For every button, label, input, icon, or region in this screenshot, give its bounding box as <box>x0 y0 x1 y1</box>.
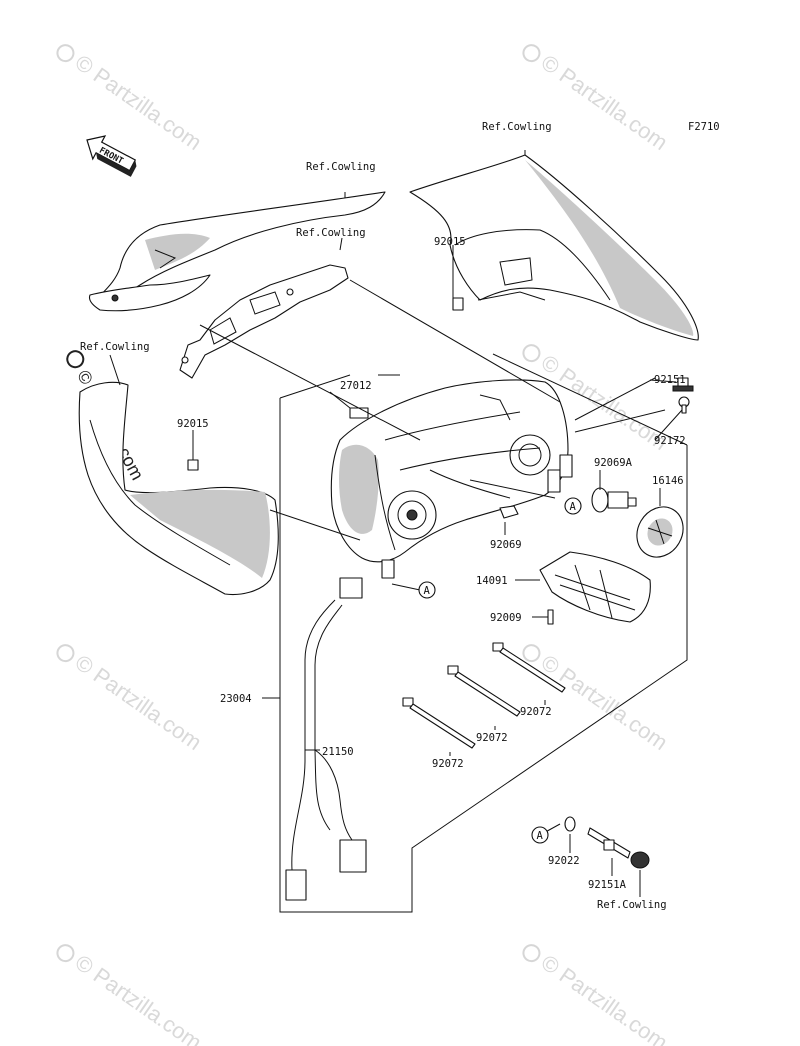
label-92072-a: 92072 <box>520 706 552 718</box>
label-16146: 16146 <box>652 475 684 487</box>
label-ref-cowling-mid: Ref.Cowling <box>296 227 366 239</box>
label-ref-cowling-bottom: Ref.Cowling <box>597 899 667 911</box>
bulb-92069 <box>499 505 519 519</box>
watermark-text: © Partzilla.com <box>71 950 207 1046</box>
part-27012-pad <box>349 407 369 419</box>
screw-92009 <box>547 609 554 625</box>
label-92022: 92022 <box>548 855 580 867</box>
label-27012: 27012 <box>340 380 372 392</box>
svg-text:A: A <box>537 830 544 842</box>
cover-14091 <box>539 551 651 623</box>
label-92151: 92151 <box>654 374 686 386</box>
label-23004: 23004 <box>220 693 252 705</box>
svg-text:A: A <box>570 501 577 513</box>
label-92151A: 92151A <box>588 879 627 891</box>
front-arrow-icon: FRONT <box>86 135 137 177</box>
ref-mark-a-3: A <box>531 826 549 844</box>
label-ref-cowling-upper-mid: Ref.Cowling <box>306 161 376 173</box>
grommet-ref-cowling <box>630 851 650 869</box>
label-92072-b: 92072 <box>476 732 508 744</box>
upper-cowling-left <box>88 191 386 312</box>
svg-text:A: A <box>424 585 431 597</box>
watermark-text: © Partzilla.com <box>537 950 673 1046</box>
watermark-text: © Partzilla.com <box>537 650 673 756</box>
label-92072-c: 92072 <box>432 758 464 770</box>
ref-mark-a-1: A <box>564 497 582 515</box>
headlight-assembly <box>330 379 573 579</box>
cable-tie-92072-b <box>447 665 521 717</box>
label-ref-cowling-left: Ref.Cowling <box>80 341 150 353</box>
screw-92172 <box>678 396 690 414</box>
upper-cowling-right <box>409 154 699 341</box>
label-92009: 92009 <box>490 612 522 624</box>
label-92015-right: 92015 <box>434 236 466 248</box>
watermark-text: © Partzilla.com <box>71 650 207 756</box>
inner-cowling-bracket <box>179 264 349 379</box>
watermark-text: © Partzilla.com <box>537 50 673 156</box>
label-21150: 21150 <box>322 746 354 758</box>
label-92069: 92069 <box>490 539 522 551</box>
label-14091: 14091 <box>476 575 508 587</box>
side-cowling-left <box>78 381 279 596</box>
washer-92022 <box>564 816 576 832</box>
cap-16146 <box>636 506 684 558</box>
label-92015-left: 92015 <box>177 418 209 430</box>
screw-92151 <box>672 377 694 392</box>
wiring-harness-21150 <box>285 577 367 901</box>
cable-tie-92072-a <box>492 642 566 693</box>
bolt-92151A <box>587 827 631 859</box>
diagram-code: F2710 <box>688 121 720 133</box>
cable-tie-92072-c <box>402 697 476 749</box>
ref-mark-a-2: A <box>418 581 436 599</box>
label-ref-cowling-top-right: Ref.Cowling <box>482 121 552 133</box>
leader-lines <box>109 150 688 913</box>
label-92172: 92172 <box>654 435 686 447</box>
bulb-92069A <box>591 487 637 513</box>
label-92069A: 92069A <box>594 457 633 469</box>
